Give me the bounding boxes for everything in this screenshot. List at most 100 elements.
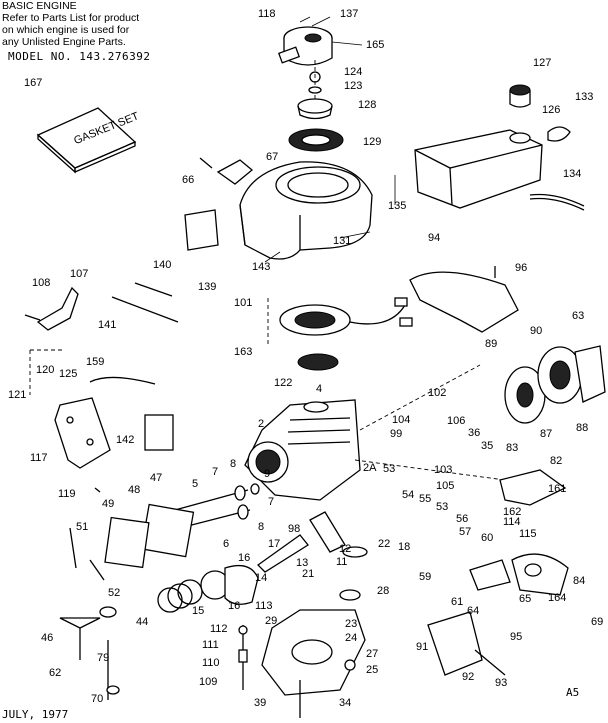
callout-23: 23: [345, 618, 357, 630]
callout-102: 102: [428, 387, 446, 399]
callout-164: 164: [548, 592, 566, 604]
callout-111: 111: [202, 639, 219, 651]
callout-141: 141: [98, 319, 116, 331]
washer-123: [308, 86, 322, 94]
callout-163: 163: [234, 346, 252, 358]
bracket-82: [499, 469, 567, 506]
flywheel-assembly: [267, 297, 413, 371]
callout-91: 91: [416, 641, 428, 653]
callout-127: 127: [533, 57, 551, 69]
callout-36: 36: [468, 427, 480, 439]
callout-143: 143: [252, 261, 270, 273]
callout-15: 15: [192, 605, 204, 617]
callout-99: 99: [390, 428, 402, 440]
callout-55: 55: [419, 493, 431, 505]
callout-51: 51: [76, 521, 88, 533]
blower-housing: [239, 161, 373, 260]
baffle-94: [409, 271, 519, 333]
callout-62: 62: [49, 667, 61, 679]
air-cleaner-assembly: [277, 16, 363, 66]
callout-79: 79: [97, 652, 109, 664]
callout-8: 8: [230, 458, 236, 470]
callout-52: 52: [108, 587, 120, 599]
callout-22: 22: [378, 538, 390, 550]
oil-base: [261, 609, 366, 718]
callout-133: 133: [575, 91, 593, 103]
callout-27: 27: [366, 648, 378, 660]
footer-code: A5: [566, 686, 580, 699]
callout-16: 16: [238, 552, 250, 564]
callout-61: 61: [451, 596, 463, 608]
callout-57: 57: [459, 526, 471, 538]
callout-56: 56: [456, 513, 468, 525]
callout-46: 46: [41, 632, 53, 644]
callout-104: 104: [392, 414, 410, 426]
callout-90: 90: [530, 325, 542, 337]
cam-28: [339, 589, 361, 601]
callout-96: 96: [515, 262, 527, 274]
callout-125: 125: [59, 368, 77, 380]
callout-66: 66: [182, 174, 194, 186]
callout-115: 115: [519, 528, 537, 540]
callout-59: 59: [419, 571, 431, 583]
callout-137: 137: [340, 8, 358, 20]
callout-121: 121: [8, 389, 26, 401]
callout-53: 53: [436, 501, 448, 513]
callout-8: 8: [258, 521, 264, 533]
callout-114: 114: [503, 516, 521, 528]
callout-4: 4: [316, 383, 322, 395]
callout-161: 161: [548, 483, 566, 495]
callout-65: 65: [519, 593, 531, 605]
wire-159: [89, 376, 156, 385]
callout-103: 103: [434, 464, 452, 476]
gear-22: [342, 546, 368, 558]
callout-92: 92: [462, 671, 474, 683]
crankshaft-98: [309, 511, 346, 553]
callout-119: 119: [58, 488, 76, 500]
callout-64: 64: [467, 605, 479, 617]
callout-16: 16: [228, 600, 240, 612]
callout-134: 134: [563, 168, 581, 180]
gas-tank: [414, 84, 571, 209]
callout-123: 123: [344, 80, 362, 92]
callout-122: 122: [274, 377, 292, 389]
callout-49: 49: [102, 498, 114, 510]
control-bracket-117: [54, 397, 111, 469]
header-title: BASIC ENGINE: [2, 0, 77, 12]
callout-93: 93: [495, 677, 507, 689]
callout-7: 7: [268, 496, 274, 508]
muffler-92: [427, 611, 483, 676]
gasket-49: [104, 516, 150, 569]
callout-25: 25: [366, 664, 378, 676]
callout-84: 84: [573, 575, 585, 587]
callout-112: 112: [210, 623, 228, 635]
callout-87: 87: [540, 428, 552, 440]
callout-13: 13: [296, 557, 308, 569]
callout-5: 5: [192, 478, 198, 490]
piston-and-rings: [157, 564, 259, 613]
plate-139: [184, 209, 219, 251]
header-note-line-1: Refer to Parts List for product: [2, 12, 140, 24]
model-number: MODEL NO. 143.276392: [8, 50, 151, 63]
callout-101: 101: [234, 297, 252, 309]
callout-140: 140: [153, 259, 171, 271]
callout-105: 105: [436, 480, 454, 492]
callout-165: 165: [366, 39, 384, 51]
callout-12: 12: [339, 543, 351, 555]
bracket-107: [36, 286, 79, 331]
callout-2: 2: [258, 418, 264, 430]
callout-108: 108: [32, 277, 50, 289]
module-142: [144, 414, 174, 451]
callout-47: 47: [150, 472, 162, 484]
rewind-starter: [504, 345, 606, 424]
callout-117: 117: [30, 452, 48, 464]
header-note-line-3: any Unlisted Engine Parts.: [2, 36, 126, 48]
gasket-set-envelope: GASKET SET: [36, 107, 141, 174]
callout-11: 11: [336, 556, 347, 568]
connecting-rod-17: [256, 534, 309, 573]
callout-107: 107: [70, 268, 88, 280]
callout-131: 131: [333, 235, 351, 247]
callout-34: 34: [339, 697, 351, 709]
